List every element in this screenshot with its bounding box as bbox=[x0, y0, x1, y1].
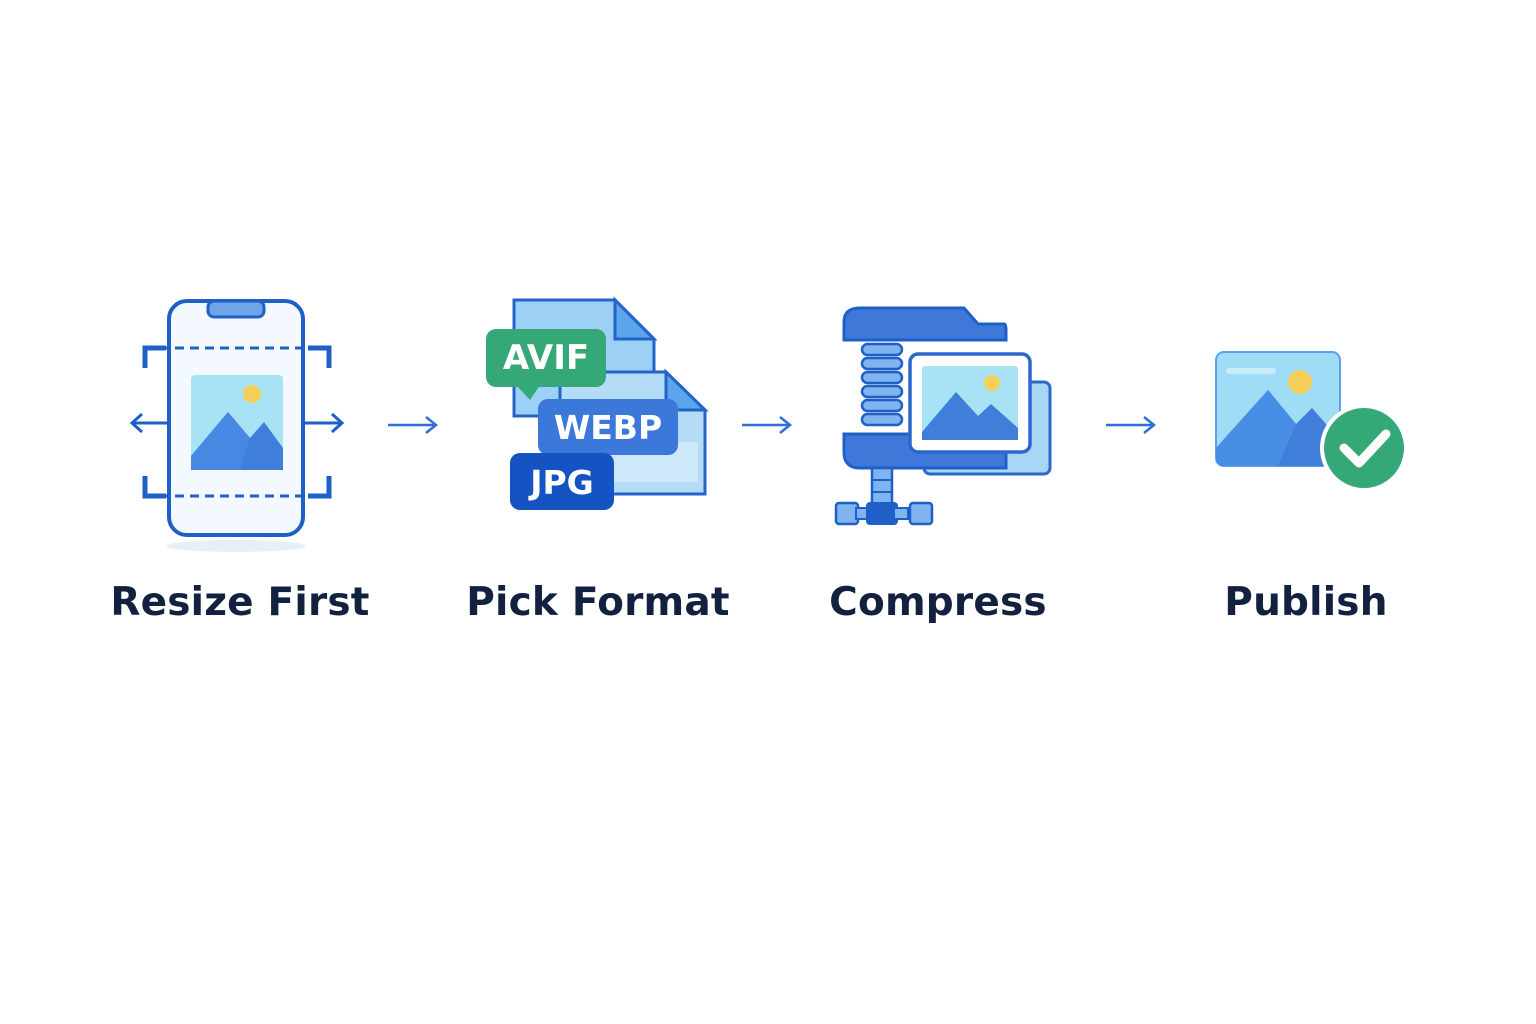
flow-arrow-icon bbox=[388, 416, 439, 434]
step-label-compress: Compress bbox=[829, 580, 1047, 625]
image-check-icon bbox=[1215, 351, 1408, 492]
webp-badge-label: WEBP bbox=[554, 408, 662, 447]
avif-badge: AVIF bbox=[486, 329, 606, 400]
flow-arrow-icon bbox=[742, 416, 793, 434]
flow-arrow-icon bbox=[1106, 416, 1157, 434]
clamp-compress-icon bbox=[834, 306, 1052, 526]
jpg-badge-label: JPG bbox=[528, 463, 594, 502]
webp-badge: WEBP bbox=[538, 399, 678, 455]
step-label-resize-first: Resize First bbox=[110, 580, 370, 625]
step-label-pick-format: Pick Format bbox=[466, 580, 730, 625]
step-label-publish: Publish bbox=[1224, 580, 1388, 625]
resize-phone-icon bbox=[129, 299, 345, 552]
jpg-badge: JPG bbox=[510, 453, 614, 510]
avif-badge-label: AVIF bbox=[503, 338, 589, 378]
file-formats-icon: AVIF WEBP JPG bbox=[486, 296, 709, 510]
